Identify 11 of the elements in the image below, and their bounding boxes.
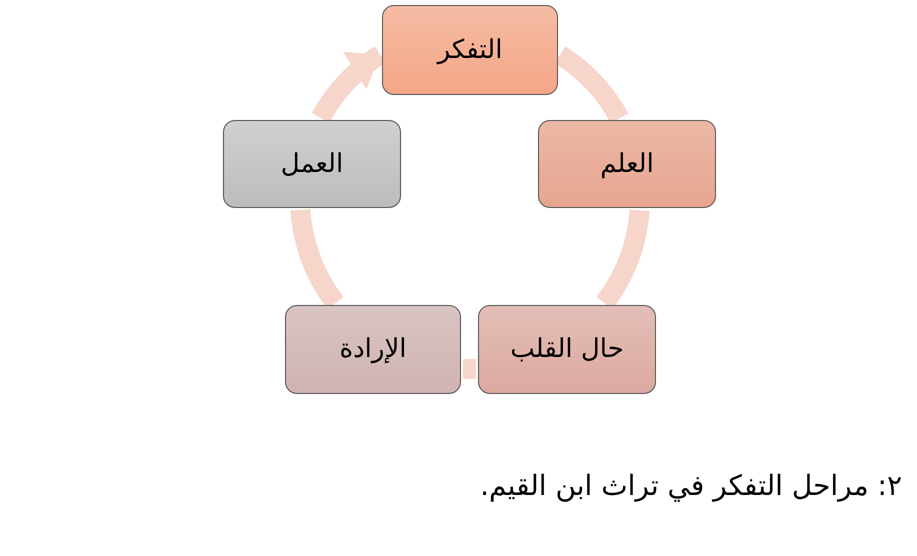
stage-label: التفكر [438,34,502,66]
stage-label: حال القلب [510,333,624,366]
stage-box [478,305,656,394]
stage-box [538,120,716,208]
stage-label: العمل [280,148,344,180]
stage-box [223,120,401,208]
stage-box [285,305,461,394]
stage-label: الإرادة [339,333,407,366]
caption: ٢: مراحل التفكر في تراث ابن القيم. [480,468,902,504]
stage-label: العلم [600,148,654,180]
stage-box [382,5,558,95]
